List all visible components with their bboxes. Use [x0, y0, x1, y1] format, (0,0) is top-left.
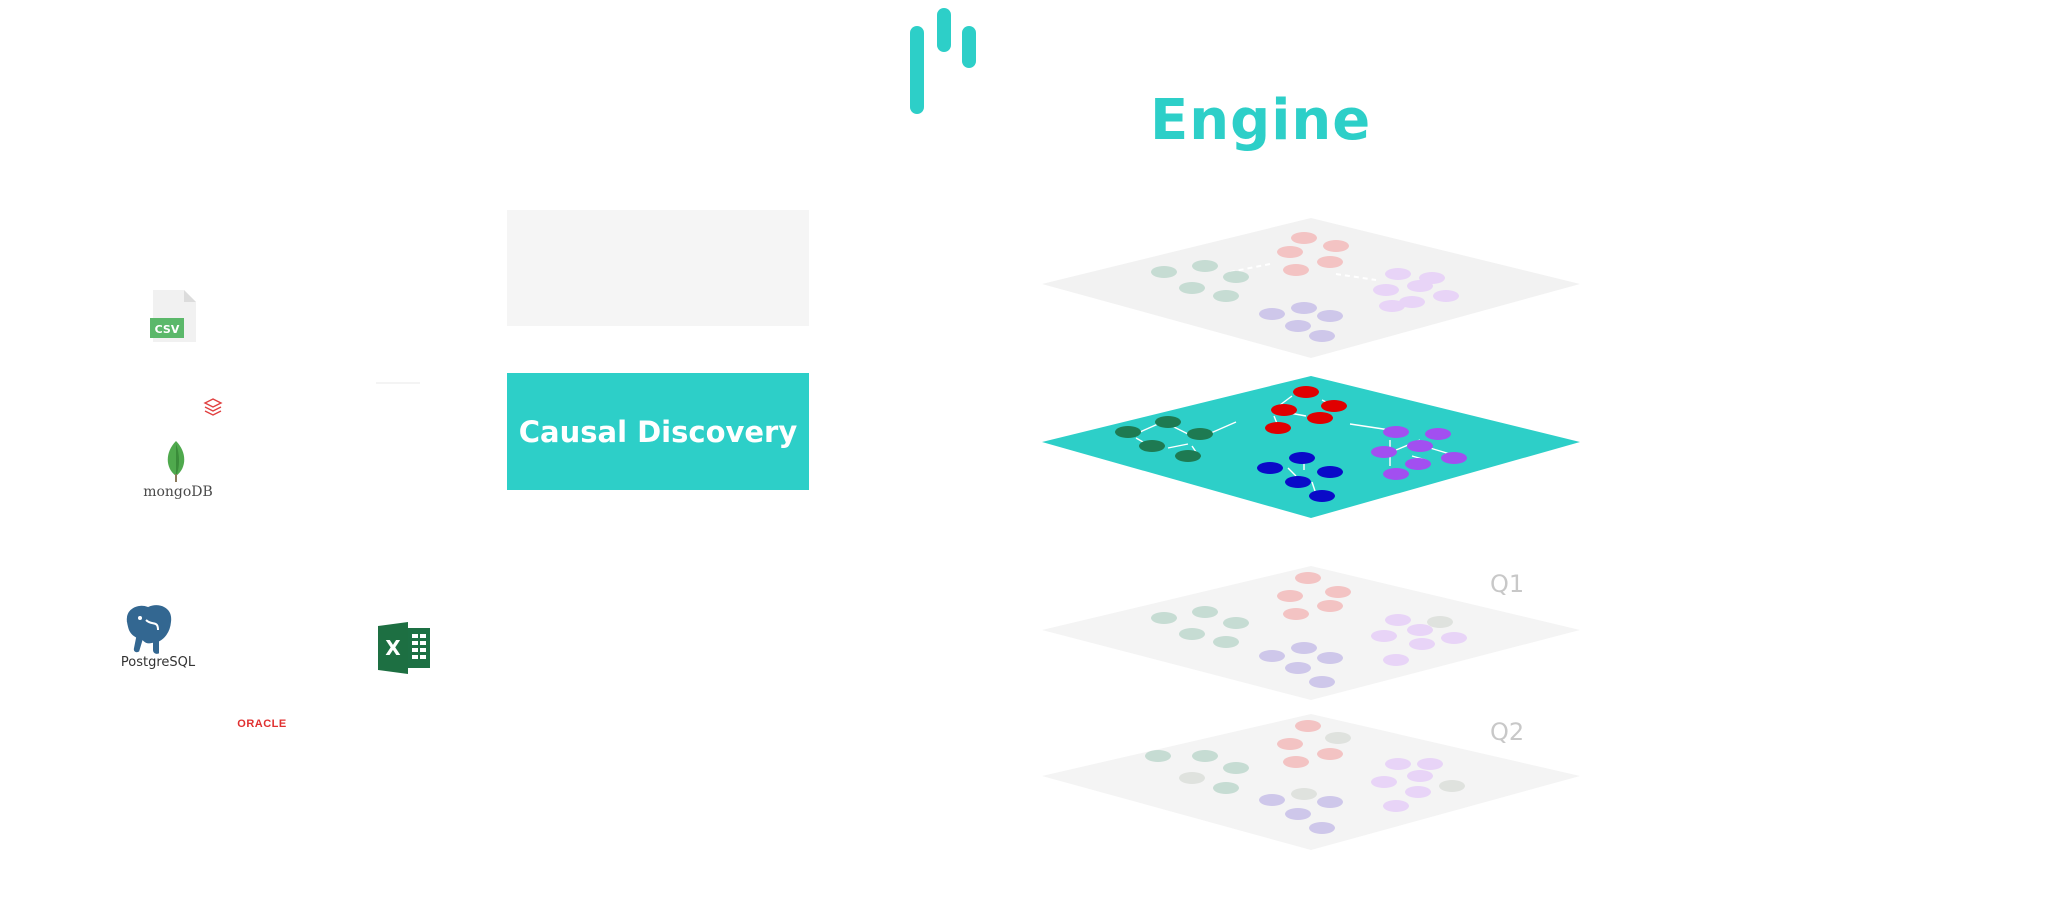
- graph-layer-q2: [1042, 714, 1580, 850]
- stage-label: Causal Discovery: [518, 414, 798, 449]
- stacked-layers-icon: [203, 398, 223, 416]
- stage-box-faded: [507, 210, 809, 326]
- csv-badge: CSV: [155, 323, 180, 336]
- mongodb-label: mongoDB: [143, 484, 213, 500]
- layer-label-q1: Q1: [1490, 570, 1525, 598]
- graph-layer-q1: [1042, 566, 1580, 700]
- excel-letter: X: [385, 636, 401, 660]
- postgresql-label: PostgreSQL: [120, 655, 196, 670]
- csv-file-icon: CSV: [150, 290, 196, 342]
- excel-icon: X: [378, 622, 430, 674]
- layer-label-q2: Q2: [1490, 718, 1525, 746]
- mongodb-leaf-icon: [167, 441, 185, 482]
- brand-logo-icon: [910, 8, 976, 114]
- oracle-label: ORACLE: [237, 718, 287, 730]
- graph-layer-causal-active: [1042, 376, 1580, 518]
- graph-layer-top-faded: [1042, 218, 1580, 358]
- faint-divider: [376, 382, 420, 384]
- postgresql-elephant-icon: [124, 603, 174, 656]
- page-title: Engine: [1150, 88, 1372, 153]
- stage-box-causal-discovery[interactable]: Causal Discovery: [507, 373, 809, 490]
